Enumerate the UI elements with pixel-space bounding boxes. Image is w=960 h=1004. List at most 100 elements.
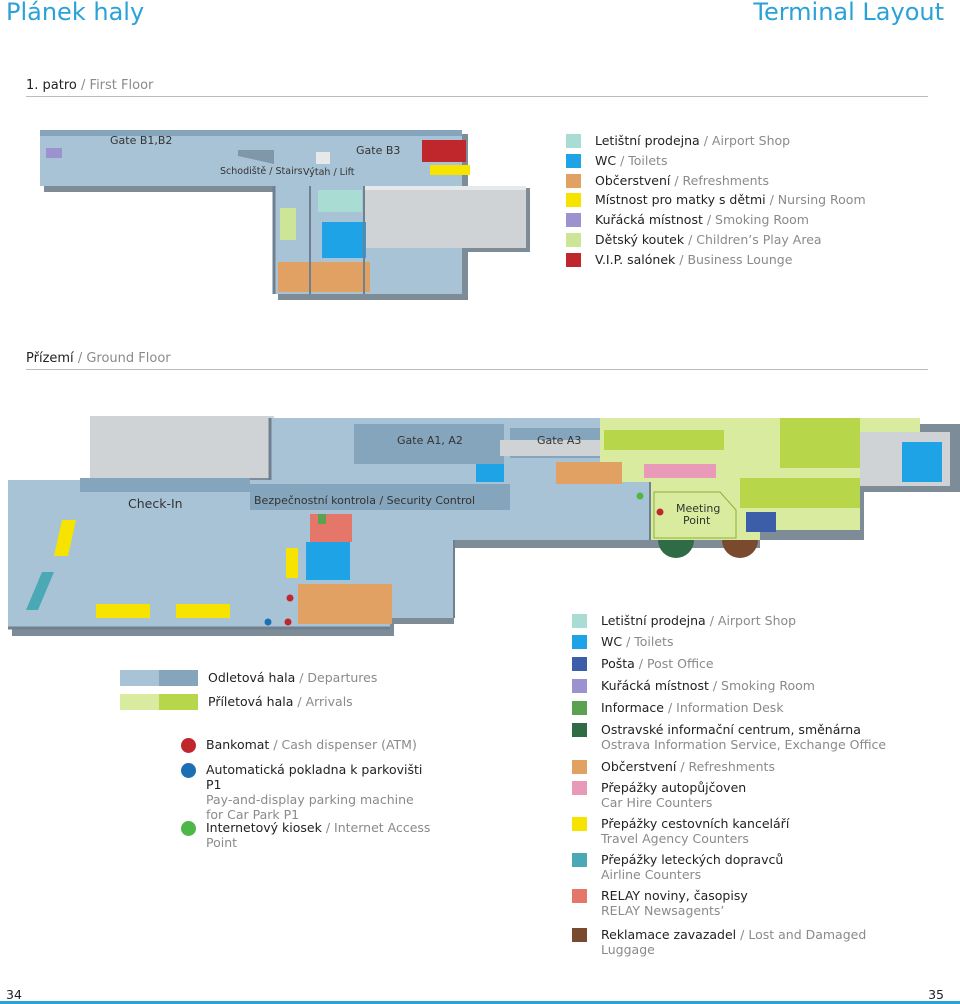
legend-en: Airport Shop [711,133,791,148]
page-title-en: Terminal Layout [753,0,944,26]
hall-swatch-light [120,694,159,710]
legend-swatch [572,817,587,831]
ground-floor-heading-cz: Přízemí [26,351,74,366]
ground-floor-heading-en: Ground Floor [86,351,171,366]
legend-text: Informace / Information Desk [601,700,784,715]
ground-floor-map [8,416,960,636]
legend-cz: Příletová hala [208,694,294,709]
label-gate-b1b2: Gate B1,B2 [110,134,173,147]
first-floor-map [40,130,530,300]
legend-en: Refreshments [688,759,775,774]
ff-legend-item: Občerstvení / Refreshments [566,173,769,188]
legend-cz: Automatická pokladna k parkovišti P1 [206,762,423,792]
first-floor-heading-cz: 1. patro [26,78,77,93]
legend-sep: / [622,634,635,649]
legend-en: Arrivals [305,694,353,709]
hall-legend-item: Odletová hala / Departures [120,670,377,686]
legend-text: Letištní prodejna / Airport Shop [595,133,790,148]
label-gate-b3: Gate B3 [356,144,401,157]
legend-swatch [566,193,581,208]
legend-sep: / [321,820,335,835]
label-checkin: Check-In [128,496,183,511]
gf-legend-item: Letištní prodejna / Airport Shop [572,613,922,628]
legend-sep: / [634,656,647,671]
legend-sep: / [676,759,689,774]
hall-swatch [120,694,198,710]
legend-cz: Kuřácká místnost [595,212,703,228]
legend-swatch [566,173,581,188]
legend-en: Children’s Play Area [696,232,822,247]
hall-swatch-dark [159,694,198,710]
legend-cz: Reklamace zavazadel [601,927,737,942]
legend-cz: Informace [601,700,664,715]
legend-cz: Dětský koutek [595,232,685,247]
legend-text: WC / Toilets [601,634,673,649]
legend-swatch [572,701,587,715]
legend-text: Kuřácká místnost / Smoking Room [601,678,815,693]
ground-floor-rule [26,369,928,370]
dot-legend-item: Internetový kiosek / Internet Access Poi… [181,820,431,850]
legend-swatch [572,760,587,774]
legend-cz: Pošta [601,656,635,671]
label-gate-a3: Gate A3 [537,434,582,447]
legend-swatch [572,889,587,903]
legend-en: Lost and Damaged Luggage [601,927,867,957]
legend-swatch [566,134,581,148]
legend-text: Dětský koutek / Children’s Play Area [595,232,822,247]
footer-rule [0,1001,960,1004]
legend-en: Ostrava Information Service, Exchange Of… [601,737,887,752]
legend-text: Odletová hala / Departures [208,670,377,685]
legend-text: Reklamace zavazadel / Lost and Damaged L… [601,927,922,957]
page-title-cz: Plánek haly [6,0,145,26]
legend-swatch [572,781,587,795]
gf-legend-item: WC / Toilets [572,634,922,649]
legend-sep: / [670,172,683,188]
dot-legend-item: Bankomat / Cash dispenser (ATM) [181,737,431,753]
legend-text: Příletová hala / Arrivals [208,694,353,709]
legend-swatch [566,153,581,168]
legend-en: Pay-and-display parking machine for Car … [206,792,414,822]
legend-en: Refreshments [682,172,769,188]
legend-en: Car Hire Counters [601,795,713,810]
gf-legend-item: Kuřácká místnost / Smoking Room [572,678,922,693]
legend-cz: Občerstvení [595,172,671,188]
legend-cz: Bankomat [206,737,270,752]
legend-en: Departures [307,670,378,685]
legend-en: Airline Counters [601,867,702,882]
legend-cz: Místnost pro matky s dětmi [595,192,766,208]
legend-sep: / [675,251,688,267]
legend-swatch [572,723,587,737]
legend-en: Cash dispenser (ATM) [281,737,417,752]
legend-sep: / [765,192,778,208]
legend-text: WC / Toilets [595,153,667,168]
legend-cz: Přepážky autopůjčoven [601,780,747,795]
legend-cz: Letištní prodejna [601,613,706,628]
legend-cz: Odletová hala [208,670,296,685]
ground-floor-heading: Přízemí / Ground Floor [26,351,171,366]
ff-legend-item: Místnost pro matky s dětmi / Nursing Roo… [566,192,866,208]
first-floor-heading: 1. patro / First Floor [26,78,154,93]
label-meeting-point: Meeting [676,502,720,515]
legend-sep: / [736,927,749,942]
legend-cz: WC [601,634,623,649]
ff-legend-item: Kuřácká místnost / Smoking Room [566,212,809,228]
legend-en: RELAY Newsagents’ [601,903,725,918]
legend-sep: / [663,700,677,715]
ff-legend-item: WC / Toilets [566,153,667,168]
legend-cz: RELAY noviny, časopisy [601,888,748,903]
legend-sep: / [708,678,722,693]
legend-text: Místnost pro matky s dětmi / Nursing Roo… [595,192,866,207]
legend-en: Nursing Room [777,192,866,208]
legend-sep: / [684,232,697,247]
hall-swatch [120,670,198,686]
legend-swatch [566,252,581,267]
legend-text: Internetový kiosek / Internet Access Poi… [206,820,431,850]
legend-cz: Internetový kiosek [206,820,322,835]
legend-en: Airport Shop [717,613,797,628]
